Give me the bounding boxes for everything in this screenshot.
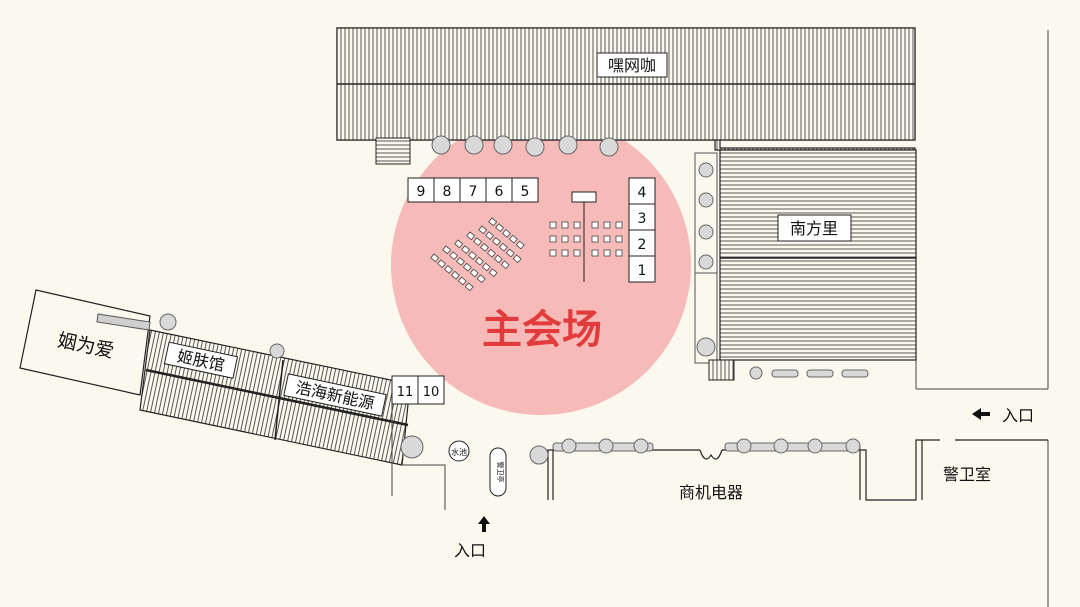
- svg-text:入口: 入口: [1002, 406, 1034, 425]
- guard-box: 警卫亭: [489, 447, 507, 497]
- arrow-left-icon: [972, 408, 990, 420]
- booths-right-column: 4 3 2 1: [628, 177, 656, 283]
- booth-3: 3: [638, 211, 647, 227]
- guard-room-label: 警卫室: [943, 465, 991, 484]
- booth-11: 11: [397, 385, 414, 400]
- svg-text:水池: 水池: [451, 447, 467, 457]
- booth-7: 7: [469, 184, 478, 200]
- booth-4: 4: [638, 185, 647, 201]
- tree-row-bottom: [529, 438, 861, 465]
- jifuguan-building: 姬肤馆 浩海新能源: [139, 329, 411, 466]
- water-well: 水池: [448, 440, 470, 462]
- entrance-south: 入口: [454, 516, 490, 560]
- booth-10: 10: [423, 385, 440, 400]
- site-boundary-right: [915, 30, 1049, 607]
- entrance-east: 入口: [972, 406, 1034, 425]
- booth-9: 9: [417, 184, 426, 200]
- main-venue-label: 主会场: [482, 307, 602, 353]
- svg-text:入口: 入口: [454, 541, 486, 560]
- booth-1: 1: [638, 263, 647, 279]
- tree-row-top: [431, 135, 619, 157]
- booth-2: 2: [638, 237, 647, 253]
- tree-row-right: [696, 162, 869, 380]
- internet-cafe-label: 嘿网咖: [608, 56, 656, 75]
- tree-row-left: [159, 313, 424, 459]
- svg-text:警卫亭: 警卫亭: [496, 462, 505, 483]
- nanfangli-building: 南方里: [694, 149, 917, 381]
- stage: [571, 191, 597, 282]
- yinweiai-building: 姻为爱: [19, 289, 151, 396]
- booths-lower: 11 10: [391, 375, 445, 405]
- shangji-label: 商机电器: [679, 483, 743, 502]
- site-boundary-left: [391, 404, 446, 510]
- booth-6: 6: [495, 184, 504, 200]
- seating-grid: [549, 221, 623, 257]
- nanfangli-label: 南方里: [790, 219, 838, 238]
- seating-diagonal: [430, 217, 525, 292]
- booth-5: 5: [521, 184, 530, 200]
- booth-8: 8: [443, 184, 452, 200]
- booths-top-row: 9 8 7 6 5: [407, 177, 539, 203]
- arrow-up-icon: [478, 516, 490, 532]
- internet-cafe-building: 嘿网咖: [336, 27, 916, 165]
